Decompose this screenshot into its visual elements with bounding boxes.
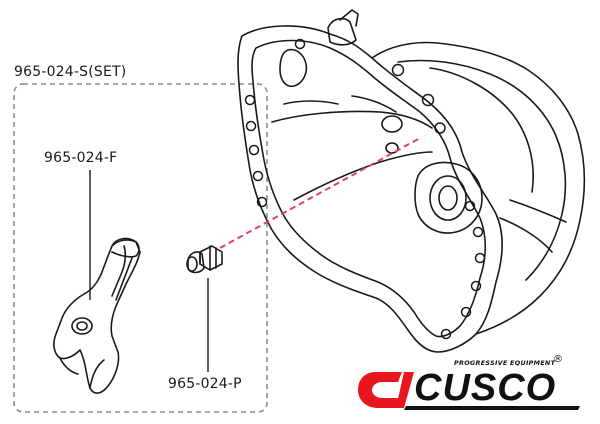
- housing-flange-outline: [237, 25, 503, 353]
- bolt-hole: [464, 200, 476, 212]
- cusco-swoosh-stripe: [396, 372, 414, 408]
- housing-case-body: [371, 41, 586, 335]
- housing-case-rib: [429, 67, 534, 193]
- housing-side-lug: [279, 48, 308, 88]
- input-shaft-bore-inner: [429, 175, 467, 221]
- set-boundary: [13, 83, 268, 413]
- flange-bolt-holes: [244, 38, 486, 340]
- cusco-swoosh-red: [358, 372, 404, 408]
- bolt-hole: [434, 122, 446, 134]
- pivot-seat-hole: [385, 142, 399, 154]
- set-part-number-label: 965-024-S(SET): [14, 64, 127, 80]
- housing-cavity-lower: [293, 151, 433, 201]
- pivot-ball-part: [186, 245, 223, 274]
- bolt-hole: [256, 196, 268, 208]
- input-shaft-bore-core: [438, 185, 458, 211]
- bolt-hole: [474, 252, 486, 264]
- transmission-housing: [237, 9, 586, 353]
- release-fork-pivot-hole-inner: [76, 321, 88, 331]
- housing-cavity-web: [283, 95, 397, 113]
- cusco-wordmark-text: CUSCO: [414, 367, 556, 409]
- housing-top-boss-tip: [339, 9, 359, 27]
- bolt-hole: [294, 38, 306, 50]
- pivot-part-number-label: 965-024-P: [168, 376, 242, 392]
- release-fork-pivot-hole: [71, 317, 93, 335]
- cusco-logo-icon: [358, 372, 580, 410]
- bolt-hole: [391, 63, 405, 77]
- pivot-ball-hex: [199, 245, 217, 271]
- cusco-wordmark: CUSCO: [414, 367, 556, 409]
- housing-flange-inner: [251, 39, 487, 338]
- bolt-hole: [470, 280, 482, 292]
- input-shaft-bore-outer: [414, 161, 483, 234]
- bolt-hole: [440, 328, 452, 340]
- housing-top-boss: [327, 17, 357, 46]
- housing-cavity-upper: [271, 110, 433, 129]
- bolt-hole: [248, 144, 260, 156]
- bolt-hole: [460, 306, 472, 318]
- bolt-hole: [244, 94, 256, 106]
- release-fork-edge: [111, 245, 133, 301]
- bolt-hole: [245, 120, 257, 132]
- release-fork-finger: [59, 357, 105, 389]
- bolt-hole: [472, 226, 484, 238]
- release-fork-part: [53, 237, 141, 394]
- assembly-guide-line: [219, 137, 421, 249]
- registered-mark: ®: [553, 354, 563, 365]
- brand-tagline: PROGRESSIVE EQUIPMENT: [454, 359, 556, 367]
- cusco-underline-icon: [404, 406, 580, 410]
- bolt-hole: [252, 170, 264, 182]
- housing-case-rib-lower: [499, 199, 567, 253]
- pivot-ball-dome: [186, 256, 198, 272]
- release-fork-body: [53, 239, 141, 394]
- housing-case-ridge: [397, 59, 567, 281]
- leader-lines: [89, 170, 209, 372]
- fork-part-number-label: 965-024-F: [44, 150, 118, 166]
- bolt-hole: [421, 93, 435, 107]
- pivot-seat: [381, 115, 403, 133]
